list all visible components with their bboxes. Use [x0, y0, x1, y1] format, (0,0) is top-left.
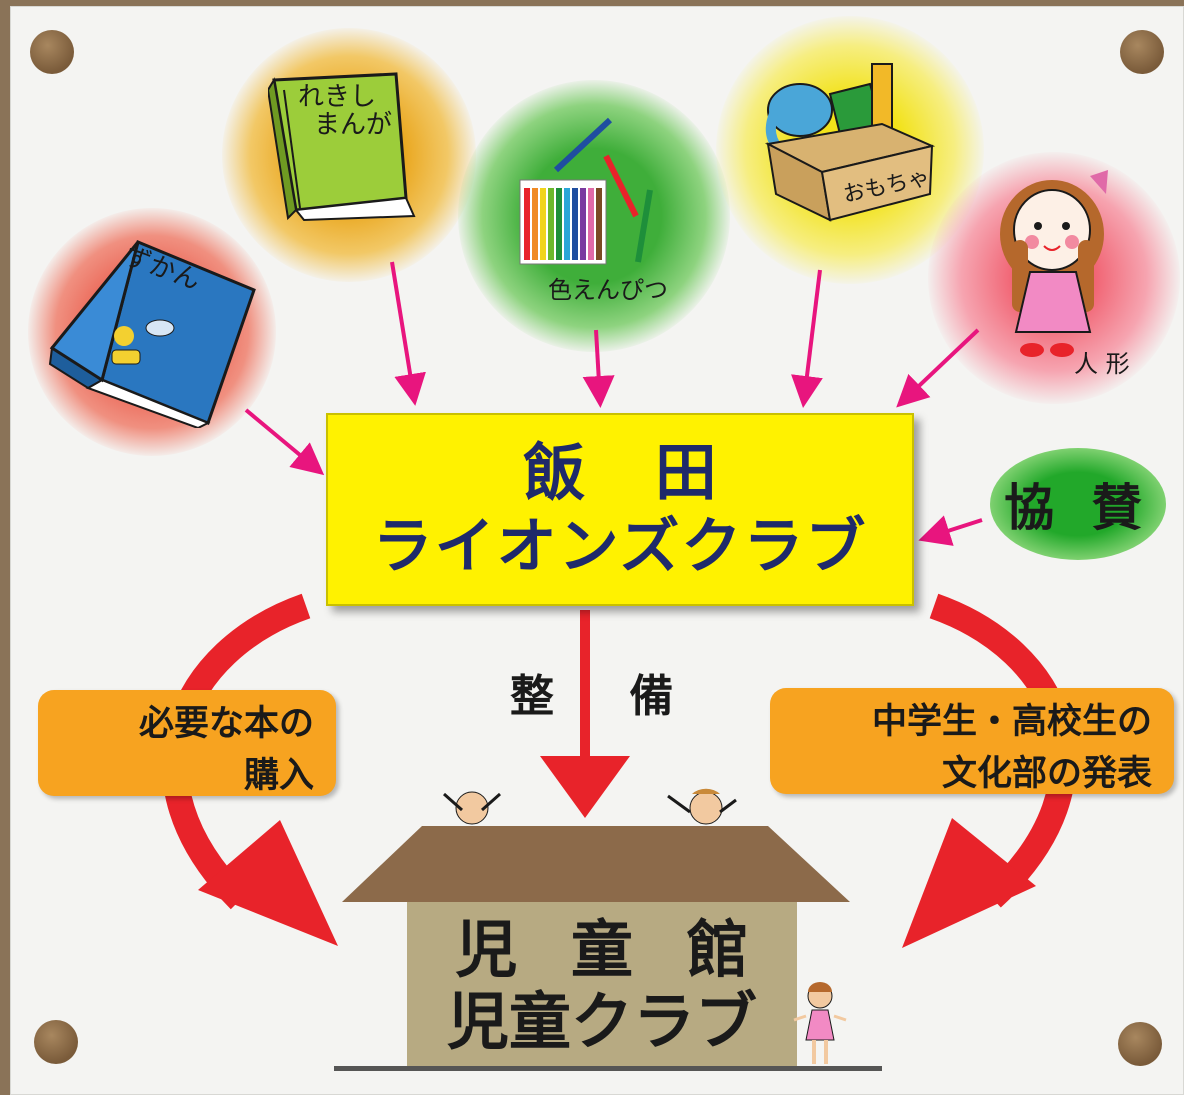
right-box-line1: 中学生・高校生の: [871, 702, 1152, 742]
right-purpose-box: 中学生・高校生の 文化部の発表: [770, 688, 1174, 794]
pin-bottom-right: [1118, 1022, 1162, 1066]
doll-label: 人 形: [1074, 350, 1130, 378]
house-label-line2: 児童クラブ: [446, 985, 757, 1058]
iida-lions-club-box: 飯 田 ライオンズクラブ: [326, 413, 914, 606]
toy-box-icon: [764, 63, 936, 222]
manga-label-line1: れきし: [298, 82, 377, 112]
left-box-line2: 購入: [243, 756, 314, 796]
manga-book-icon: [268, 72, 416, 222]
jidokan-building: 児 童 館 児童クラブ: [407, 902, 797, 1070]
pencils-label: 色えんぴつ: [548, 276, 668, 304]
doll-icon: [1000, 170, 1108, 357]
house-roof: [342, 788, 850, 902]
center-title-line1: 飯 田: [523, 435, 741, 509]
pin-top-right: [1120, 30, 1164, 74]
ground-line: [334, 1066, 882, 1071]
zukan-book-icon: [48, 239, 256, 428]
house-label-line1: 児 童 館: [455, 913, 765, 986]
girl-figure: [793, 982, 847, 1064]
pin-bottom-left: [34, 1020, 78, 1064]
right-box-line2: 文化部の発表: [941, 754, 1152, 794]
center-title-line2: ライオンズクラブ: [372, 511, 868, 582]
left-purpose-box: 必要な本の 購入: [38, 690, 336, 796]
colored-pencils-icon: [519, 117, 653, 265]
sponsor-badge: 協 賛: [990, 448, 1166, 560]
pin-top-left: [30, 30, 74, 74]
manga-label-line2: まんが: [314, 110, 393, 140]
center-arrow-label: 整 備: [510, 671, 704, 722]
left-box-line1: 必要な本の: [138, 704, 314, 744]
